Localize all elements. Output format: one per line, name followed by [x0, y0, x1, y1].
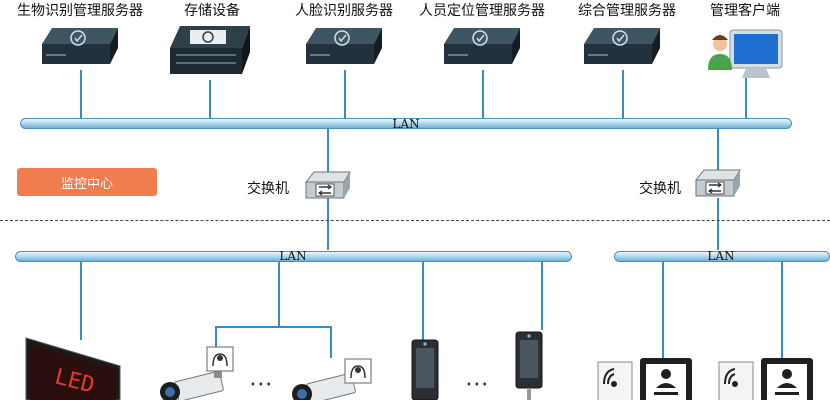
face-recognition-badge-icon — [206, 346, 234, 372]
rfid-card-reader-icon — [718, 358, 813, 400]
server-label-biometric: 生物识别管理服务器 — [17, 3, 143, 19]
personnel-location-server-icon — [444, 28, 520, 64]
lan-bus-bottom-left — [15, 251, 572, 262]
link-line — [327, 128, 329, 172]
link-line — [717, 128, 719, 172]
lan-label-bottom-left: LAN — [279, 249, 307, 263]
lan-bus-top — [20, 118, 792, 129]
server-label-location: 人员定位管理服务器 — [419, 3, 545, 19]
biometric-server-icon — [42, 28, 118, 64]
rfid-card-reader-icon — [597, 358, 692, 400]
storage-device-icon — [170, 26, 250, 74]
face-terminal-icon — [515, 331, 543, 400]
link-line — [622, 70, 624, 118]
link-line — [209, 80, 211, 118]
link-line — [330, 326, 332, 358]
link-line — [327, 198, 329, 250]
link-line — [717, 198, 719, 250]
ellipsis-cameras: ••• — [250, 380, 274, 391]
server-label-integrated: 综合管理服务器 — [578, 3, 676, 19]
lan-label-bottom-right: LAN — [707, 249, 735, 263]
link-line — [482, 70, 484, 118]
link-line — [344, 70, 346, 118]
integrated-management-server-icon — [584, 28, 660, 64]
server-label-storage: 存储设备 — [184, 3, 240, 19]
management-client-icon — [708, 29, 783, 78]
led-display-icon: LED — [25, 337, 121, 400]
switch-icon — [694, 169, 741, 197]
link-line — [422, 262, 424, 340]
link-line — [278, 262, 280, 326]
server-label-face: 人脸识别服务器 — [295, 3, 393, 19]
link-line — [541, 262, 543, 330]
server-label-client: 管理客户端 — [710, 3, 780, 19]
switch-label-right: 交换机 — [639, 181, 681, 197]
face-recognition-server-icon — [306, 28, 382, 64]
face-recognition-badge-icon — [344, 358, 372, 384]
link-line — [80, 70, 82, 118]
link-line — [215, 326, 217, 348]
camera-icon — [160, 362, 224, 400]
link-line — [745, 78, 747, 118]
link-line — [662, 262, 664, 358]
zone-divider — [0, 220, 830, 221]
link-line — [781, 262, 783, 358]
face-terminal-icon — [411, 339, 439, 400]
ellipsis-terminals: ••• — [466, 380, 490, 391]
lan-label-top: LAN — [392, 117, 420, 131]
switch-icon — [304, 171, 351, 199]
zone-tag-monitoring-center: 监控中心 — [17, 168, 157, 196]
link-line — [215, 326, 330, 328]
switch-label-left: 交换机 — [247, 181, 289, 197]
link-line — [80, 262, 82, 340]
